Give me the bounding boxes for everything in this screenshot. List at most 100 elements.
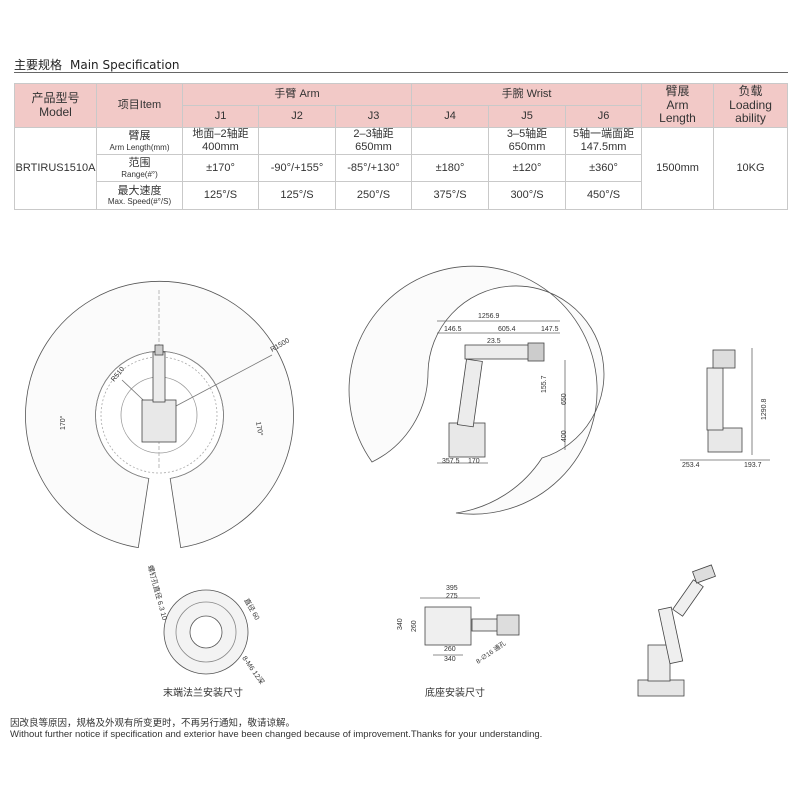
dim-1290: 1290.8 bbox=[761, 398, 768, 420]
flange-drawing bbox=[163, 589, 249, 675]
speed-j2: 125°/S bbox=[258, 181, 336, 210]
header-loading-en1: Loading bbox=[729, 97, 772, 112]
loading-value: 10KG bbox=[713, 127, 789, 210]
header-axis-j5: J5 bbox=[488, 105, 567, 128]
dim-170: 170 bbox=[468, 458, 480, 465]
robot-base-top bbox=[141, 399, 177, 443]
header-arm-length-en2: Length bbox=[659, 111, 696, 126]
dim-155: 155.7 bbox=[541, 375, 548, 393]
section-divider bbox=[14, 72, 788, 73]
row-speed-cn: 最大速度 bbox=[117, 184, 162, 197]
section-title: 主要规格 Main Specification bbox=[14, 56, 180, 73]
speed-j5: 300°/S bbox=[488, 181, 567, 210]
row-speed-en: Max. Speed(#°/S) bbox=[107, 197, 172, 207]
header-arm-length-en1: Arm bbox=[666, 97, 689, 112]
model-cell: BRTIRUS1510A bbox=[14, 127, 97, 210]
header-item: 项目Item bbox=[96, 83, 183, 128]
base-drawing bbox=[420, 597, 520, 656]
section-title-en: Main Specification bbox=[70, 58, 180, 72]
robot-head-front bbox=[712, 349, 736, 369]
iso-wrist bbox=[692, 564, 716, 584]
dim-23: 23.5 bbox=[487, 338, 501, 345]
arm-length-j2 bbox=[258, 127, 336, 155]
footer-note-en: Without further notice if specification … bbox=[10, 729, 543, 740]
row-arm-length-en: Arm Length(mm) bbox=[109, 142, 170, 152]
base-dim-260b: 260 bbox=[444, 646, 456, 653]
robot-upper-arm bbox=[464, 344, 531, 360]
section-title-cn: 主要规格 bbox=[14, 58, 63, 72]
flange-label-m6: 8-M6 12深 bbox=[240, 654, 266, 686]
base-arm bbox=[471, 618, 499, 632]
label-angle-right: 170° bbox=[254, 421, 264, 437]
speed-j1: 125°/S bbox=[182, 181, 259, 210]
footer-note-cn: 因改良等原因，规格及外观有所变更时，不再另行通知，敬请谅解。 bbox=[10, 718, 296, 729]
header-axis-j1: J1 bbox=[182, 105, 259, 128]
robot-wrist-side bbox=[527, 342, 545, 362]
radius-line-outer bbox=[158, 354, 273, 416]
arm-length-j3-a: 2–3轴距 bbox=[353, 128, 394, 141]
robot-arm-top bbox=[152, 351, 166, 403]
arm-length-j5-b: 650mm bbox=[508, 141, 546, 153]
robot-lower-arm bbox=[456, 358, 483, 428]
speed-j3: 250°/S bbox=[334, 181, 413, 210]
header-loading-cn: 负载 bbox=[738, 83, 763, 98]
caption-flange: 末端法兰安装尺寸 bbox=[163, 688, 243, 699]
header-loading-en2: ability bbox=[735, 111, 766, 126]
base-dim-260: 260 bbox=[411, 620, 418, 632]
dim-650: 650 bbox=[561, 393, 568, 405]
robot-base-side bbox=[448, 422, 486, 458]
base-dim-340b: 340 bbox=[444, 656, 456, 663]
dim-193: 193.7 bbox=[744, 462, 762, 469]
arm-length-j1-b: 400mm bbox=[202, 141, 239, 153]
base-dim-395: 395 bbox=[446, 585, 458, 592]
range-j3: -85°/+130° bbox=[334, 154, 413, 182]
arm-length-j3-b: 650mm bbox=[355, 141, 392, 153]
base-plate bbox=[424, 606, 472, 646]
flange-inner bbox=[189, 615, 223, 649]
row-arm-length-cn: 臂展 bbox=[128, 130, 151, 143]
range-j4: ±180° bbox=[411, 154, 490, 182]
row-range-cn: 范围 bbox=[128, 157, 151, 170]
robot-wrist-top bbox=[154, 344, 164, 356]
base-dim-275: 275 bbox=[446, 593, 458, 600]
speed-j6: 450°/S bbox=[565, 181, 643, 210]
arm-length-j5-a: 3–5轴距 bbox=[506, 128, 548, 141]
arm-length-j6-b: 147.5mm bbox=[580, 141, 627, 153]
robot-iso-drawing bbox=[637, 564, 716, 697]
header-axis-j6: J6 bbox=[565, 105, 643, 128]
front-view-drawing bbox=[680, 348, 770, 461]
top-view-drawing bbox=[25, 280, 294, 549]
iso-lower-arm bbox=[658, 606, 684, 665]
iso-turret bbox=[647, 644, 671, 682]
robot-body-front bbox=[706, 367, 724, 431]
iso-base bbox=[637, 679, 685, 697]
speed-j4: 375°/S bbox=[411, 181, 490, 210]
header-arm: 手臂 Arm bbox=[181, 83, 413, 106]
header-model-cn: 产品型号 bbox=[31, 90, 80, 105]
arm-length-value: 1500mm bbox=[641, 127, 715, 210]
dim-147: 147.5 bbox=[541, 326, 559, 333]
header-arm-length-cn: 臂展 bbox=[665, 83, 690, 98]
side-view-drawing bbox=[348, 265, 605, 515]
header-axis-j3: J3 bbox=[334, 105, 413, 128]
dim-605: 605.4 bbox=[498, 326, 516, 333]
dim-1256: 1256.9 bbox=[478, 313, 500, 320]
base-holes-label: 8-∅16 通孔 bbox=[474, 638, 508, 665]
arm-length-j1-a: 地面–2轴距 bbox=[192, 128, 249, 141]
header-axis-j4: J4 bbox=[411, 105, 490, 128]
base-tool bbox=[496, 614, 520, 636]
flange-label-bolt: 螺钉孔直径 6.3 10 bbox=[146, 564, 169, 621]
arm-length-j6-a: 5轴一端面距 bbox=[572, 128, 635, 141]
flange-mid bbox=[175, 601, 237, 663]
dim-253: 253.4 bbox=[682, 462, 700, 469]
dim-146: 146.5 bbox=[444, 326, 462, 333]
